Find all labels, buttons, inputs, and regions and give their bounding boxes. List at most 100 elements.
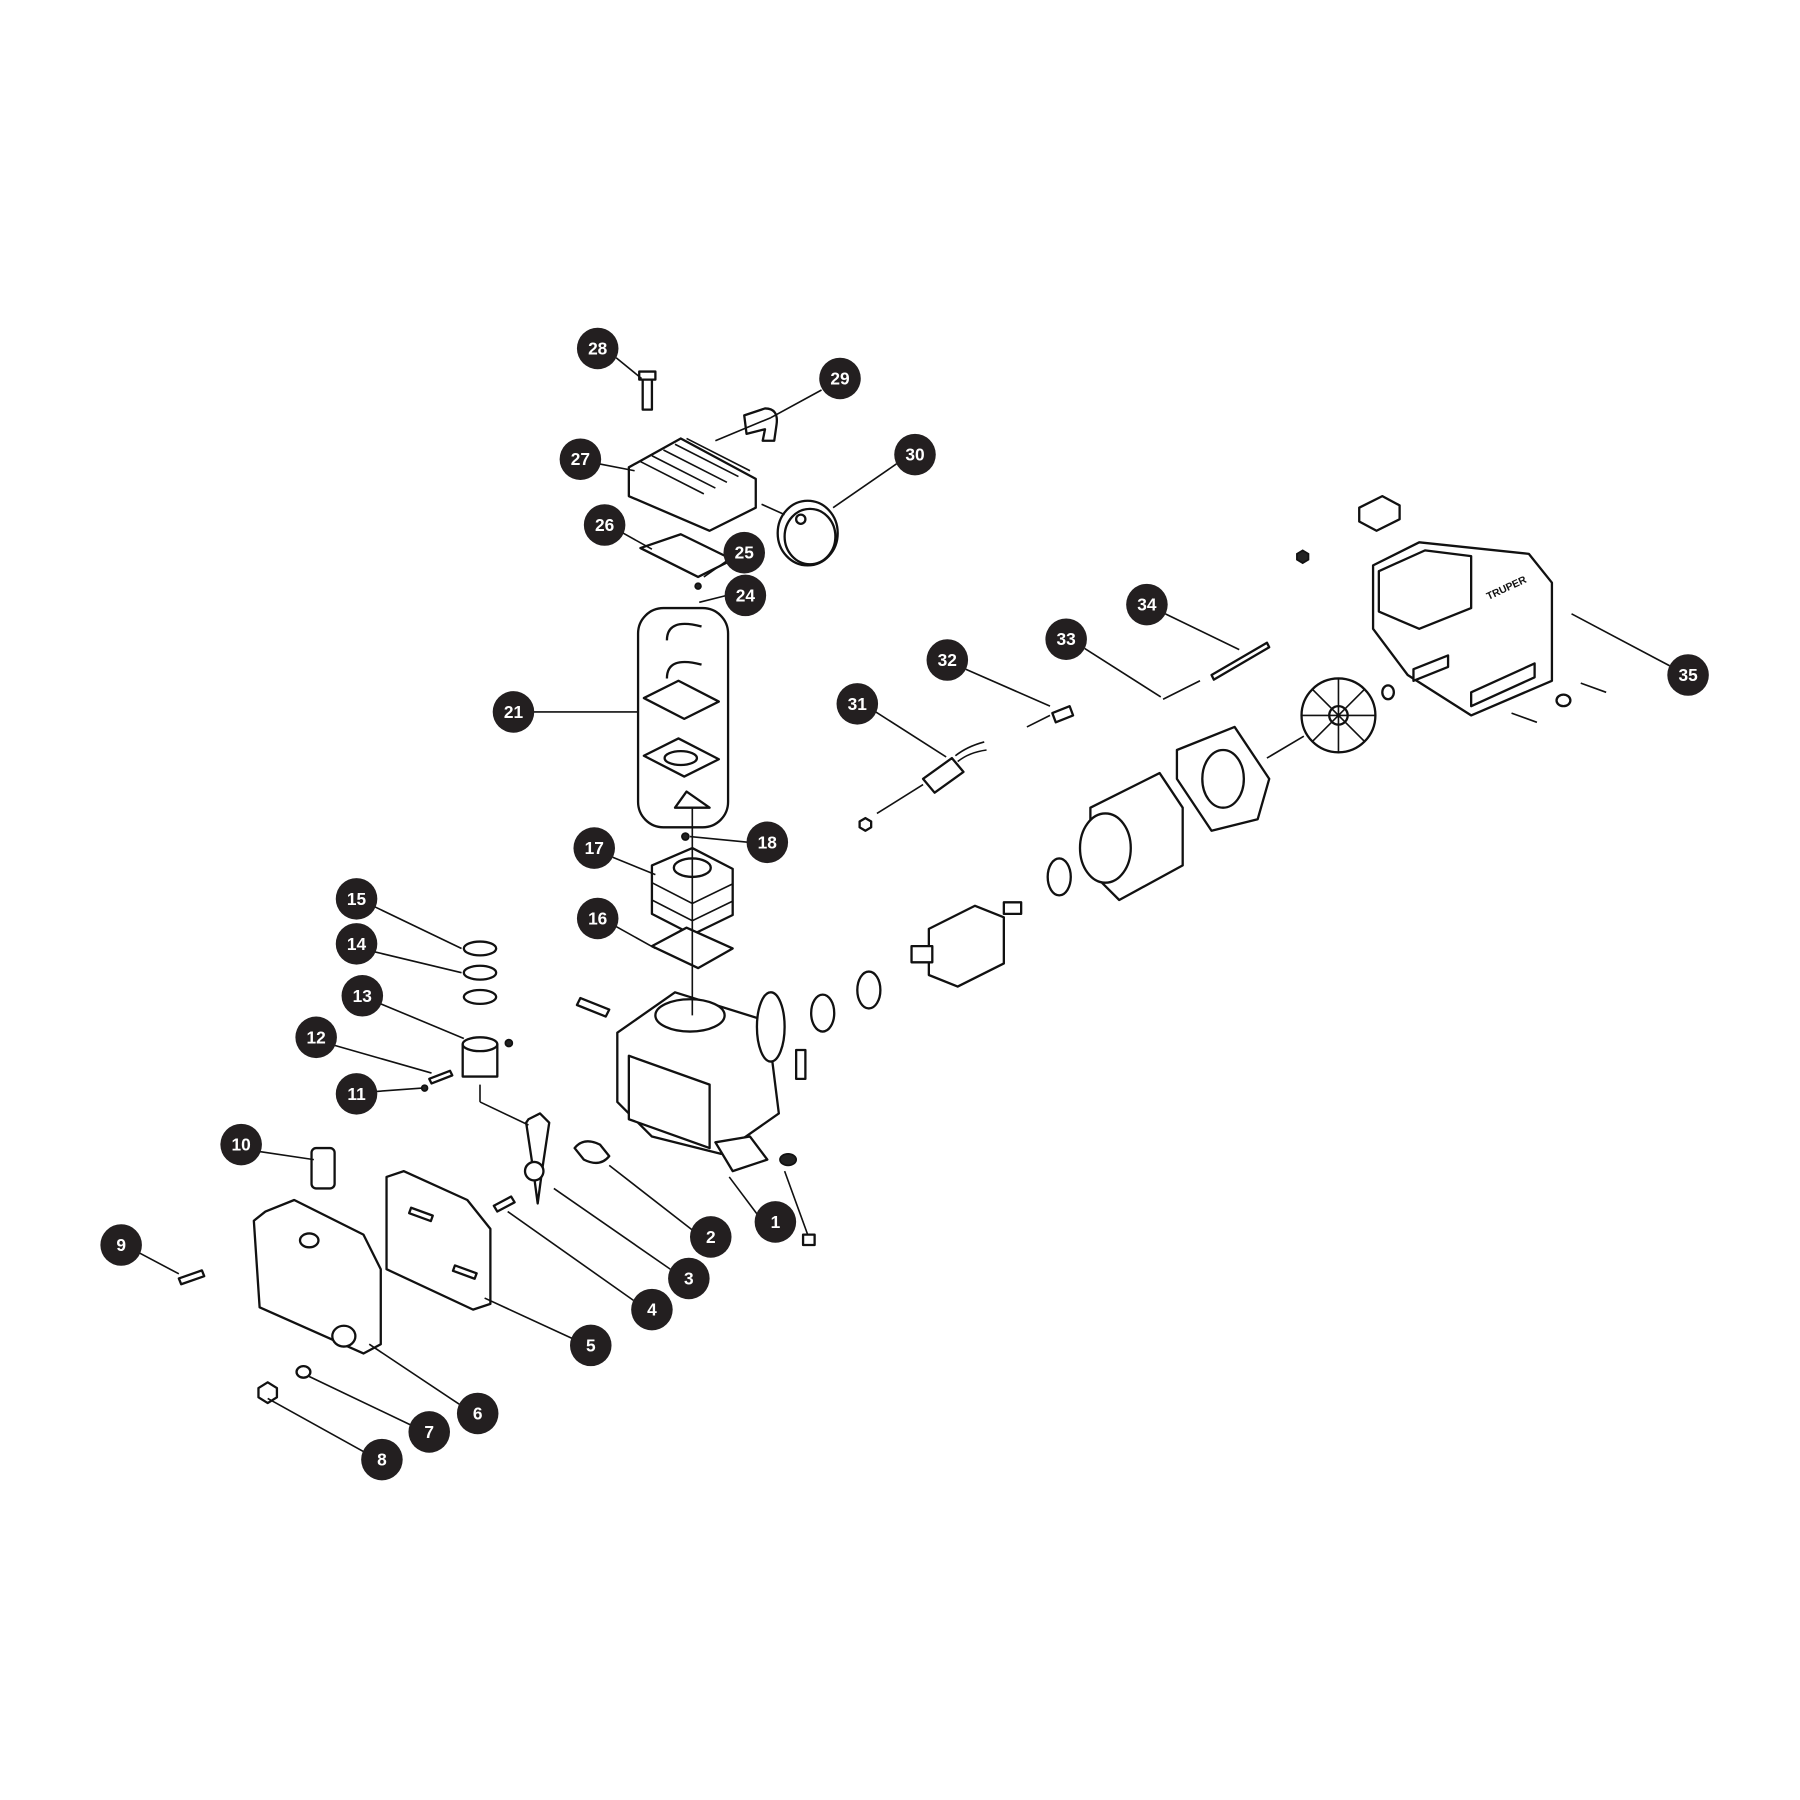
part-bearing-3 xyxy=(1046,857,1072,897)
part-35-motor-shroud: TRUPER xyxy=(1371,541,1554,717)
callout-2: 2 xyxy=(690,1216,732,1258)
svg-text:17: 17 xyxy=(585,838,604,858)
svg-text:11: 11 xyxy=(347,1084,366,1104)
part-18-pin xyxy=(681,832,690,841)
callout-16: 16 xyxy=(576,897,619,940)
svg-text:10: 10 xyxy=(232,1135,251,1155)
svg-text:21: 21 xyxy=(504,702,524,722)
part-shroud-washer xyxy=(1555,693,1572,708)
part-26-head-gasket xyxy=(639,533,734,579)
part-nut xyxy=(801,1233,816,1247)
part-14-piston-ring xyxy=(462,988,498,1005)
callout-14: 14 xyxy=(335,923,378,965)
part-shroud-screw-2 xyxy=(1580,682,1607,694)
part-11-clip xyxy=(420,1084,429,1092)
callout-8: 8 xyxy=(361,1438,403,1481)
svg-text:34: 34 xyxy=(1137,595,1157,615)
part-15-piston-ring xyxy=(462,964,498,981)
svg-text:4: 4 xyxy=(647,1300,657,1320)
svg-text:1: 1 xyxy=(771,1212,781,1232)
callout-21: 21 xyxy=(492,691,535,733)
svg-text:3: 3 xyxy=(684,1268,694,1288)
part-34-through-bolt xyxy=(1210,641,1271,681)
part-bolt xyxy=(575,996,611,1018)
callout-17: 17 xyxy=(573,827,615,869)
svg-text:29: 29 xyxy=(830,368,849,388)
callout-12: 12 xyxy=(295,1016,337,1059)
svg-text:13: 13 xyxy=(353,986,372,1006)
svg-text:31: 31 xyxy=(848,694,868,714)
svg-text:2: 2 xyxy=(706,1227,716,1247)
callout-5: 5 xyxy=(570,1324,612,1367)
svg-text:24: 24 xyxy=(736,585,756,605)
svg-text:15: 15 xyxy=(347,889,367,909)
part-shroud-screw xyxy=(1511,712,1538,724)
part-7-washer xyxy=(295,1365,312,1379)
part-bearing xyxy=(809,993,836,1033)
part-bolt-vertical xyxy=(795,1048,807,1080)
part-21-valve-plate-kit xyxy=(636,606,730,829)
svg-text:6: 6 xyxy=(473,1403,483,1423)
callout-18: 18 xyxy=(746,821,789,864)
part-nut-small xyxy=(858,816,873,832)
part-1-crankcase xyxy=(616,991,786,1173)
part-25-pin xyxy=(694,582,702,590)
callout-28: 28 xyxy=(576,327,619,370)
part-4-bolt xyxy=(492,1195,516,1213)
part-3-connecting-rod xyxy=(524,1112,551,1205)
callout-33: 33 xyxy=(1045,618,1087,660)
callout-24: 24 xyxy=(724,574,767,617)
part-28-bolt xyxy=(638,370,657,411)
part-2-bushing xyxy=(573,1140,611,1165)
svg-text:5: 5 xyxy=(586,1335,596,1355)
callout-13: 13 xyxy=(341,975,384,1017)
callout-6: 6 xyxy=(456,1392,499,1435)
part-6-crankcase-cover xyxy=(252,1198,382,1355)
part-31-capacitor xyxy=(921,741,987,794)
part-stator xyxy=(1078,771,1184,902)
part-27-cylinder-head xyxy=(627,437,757,532)
part-end-bell xyxy=(1175,725,1271,832)
part-30-air-filter xyxy=(761,499,839,567)
callout-9: 9 xyxy=(100,1224,142,1266)
svg-text:33: 33 xyxy=(1057,629,1076,649)
part-nut-2 xyxy=(1296,549,1310,565)
callout-29: 29 xyxy=(819,357,861,400)
callout-25: 25 xyxy=(723,531,765,574)
callout-11: 11 xyxy=(335,1073,378,1115)
part-foot-pad xyxy=(779,1152,798,1167)
svg-text:32: 32 xyxy=(938,650,957,670)
part-8-drain-plug xyxy=(257,1381,279,1405)
callout-31: 31 xyxy=(836,683,879,725)
callout-27: 27 xyxy=(559,438,602,480)
part-5-cover-gasket xyxy=(385,1169,492,1311)
callout-35: 35 xyxy=(1667,654,1709,696)
part-washer xyxy=(1381,684,1395,701)
part-fan xyxy=(1300,677,1377,754)
callout-7: 7 xyxy=(408,1411,450,1453)
callout-10: 10 xyxy=(220,1123,262,1166)
svg-text:9: 9 xyxy=(116,1235,126,1255)
callout-32: 32 xyxy=(926,639,969,681)
callout-15: 15 xyxy=(335,878,378,920)
callout-3: 3 xyxy=(668,1257,710,1300)
svg-text:35: 35 xyxy=(1678,665,1698,685)
part-15-piston-ring-upper xyxy=(462,940,498,957)
part-29-elbow-fitting xyxy=(743,407,779,442)
svg-text:28: 28 xyxy=(588,338,608,358)
part-32-fitting xyxy=(1051,704,1075,724)
callout-30: 30 xyxy=(894,433,936,476)
svg-text:25: 25 xyxy=(735,543,755,563)
part-bearing-2 xyxy=(856,970,882,1010)
svg-text:30: 30 xyxy=(905,445,924,465)
callouts: 1 2 3 4 5 6 7 8 9 10 11 12 13 14 15 16 1… xyxy=(100,327,1709,1481)
svg-text:18: 18 xyxy=(758,832,778,852)
leader-lines xyxy=(139,357,1670,1453)
svg-text:7: 7 xyxy=(424,1422,434,1442)
part-12-wrist-pin xyxy=(428,1069,454,1085)
part-9-screw xyxy=(177,1269,206,1286)
callout-1: 1 xyxy=(754,1201,797,1243)
part-switch xyxy=(1358,495,1401,532)
svg-text:16: 16 xyxy=(588,908,607,928)
